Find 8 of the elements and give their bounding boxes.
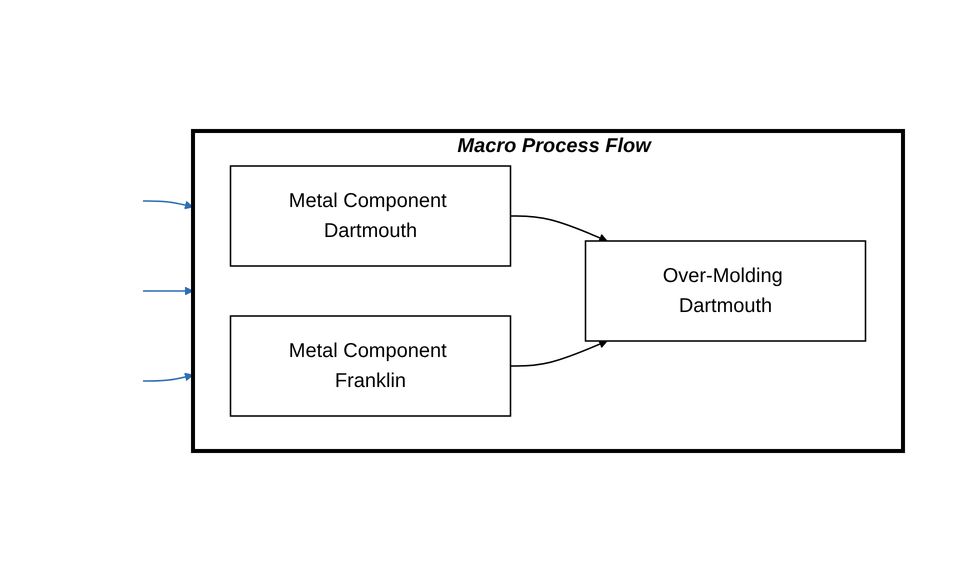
node-box: Metal Component Franklin xyxy=(229,315,511,417)
node-box: Over-Molding Dartmouth xyxy=(584,240,866,342)
arrow xyxy=(142,200,193,210)
arrow xyxy=(510,340,608,367)
arrow xyxy=(142,286,193,296)
arrow xyxy=(510,215,608,242)
arrow xyxy=(142,372,193,382)
node-box: Metal Component Dartmouth xyxy=(229,165,511,267)
